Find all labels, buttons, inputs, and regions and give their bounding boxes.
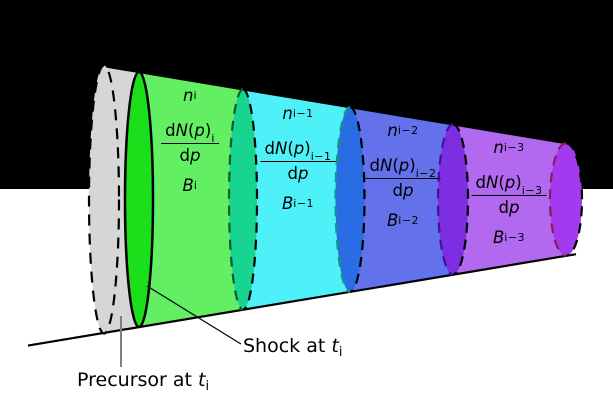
boundary-i-2-i-3-ellipse [438, 124, 468, 275]
end-cap-ellipse [550, 143, 582, 256]
tube-bottom-edge-line [27, 253, 577, 347]
region-i-1-face [243, 89, 350, 310]
precursor-front-ellipse [87, 64, 121, 335]
fraction-bar [161, 143, 219, 144]
shock-pointer-line [146, 285, 242, 345]
end-cap-back-arc [548, 142, 567, 257]
shock-time-var: t [331, 335, 339, 357]
end-cap-front-arc [565, 142, 584, 257]
region-i-2-face [350, 107, 453, 292]
precursor-callout: Precursor at ti [77, 369, 210, 394]
boundary-i-1-i-2-back-arc [334, 106, 351, 293]
boundary-i-1-i-2-ellipse [335, 107, 365, 292]
shock-callout-text: Shock at [243, 335, 332, 357]
fraction-bar [471, 195, 547, 196]
boundary-i-i-1-back-arc [227, 88, 244, 311]
boundary-i-1-i-2-front-arc [349, 106, 366, 293]
precursor-callout-text: Precursor at [77, 369, 199, 391]
shock-time-sub: i [338, 345, 343, 360]
shock-ellipse [123, 70, 155, 329]
boundary-i-i-1-front-arc [242, 88, 259, 311]
region-i-face [139, 72, 243, 327]
boundary-i-i-1-ellipse [229, 89, 257, 310]
fraction-bar [260, 161, 336, 162]
precursor-time-var: t [198, 369, 206, 391]
precursor-time-sub: i [205, 379, 210, 394]
tube-top-edge-line [103, 65, 564, 144]
region-i-3-face [453, 124, 566, 275]
shock-callout: Shock at ti [243, 335, 343, 360]
fraction-bar [365, 178, 441, 179]
